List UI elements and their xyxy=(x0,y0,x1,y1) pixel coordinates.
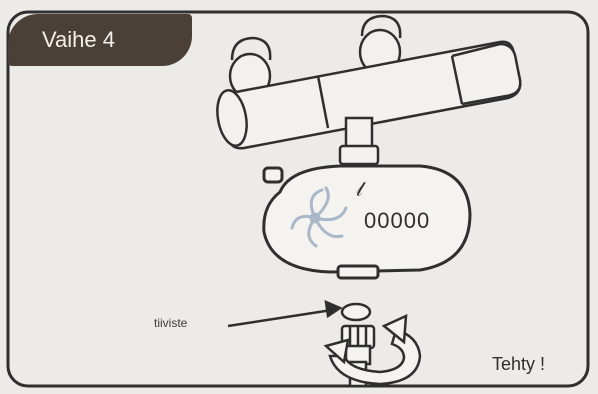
done-label: Tehty ! xyxy=(492,354,545,375)
step-badge: Vaihe 4 xyxy=(8,14,192,66)
seal-ring xyxy=(342,304,370,320)
indicator-lights: 00000 xyxy=(364,208,430,233)
seal-callout-label: tiiviste xyxy=(154,316,187,330)
upper-pipe xyxy=(340,118,378,170)
step-label: Vaihe 4 xyxy=(42,27,115,52)
callout-arrow xyxy=(228,302,340,326)
